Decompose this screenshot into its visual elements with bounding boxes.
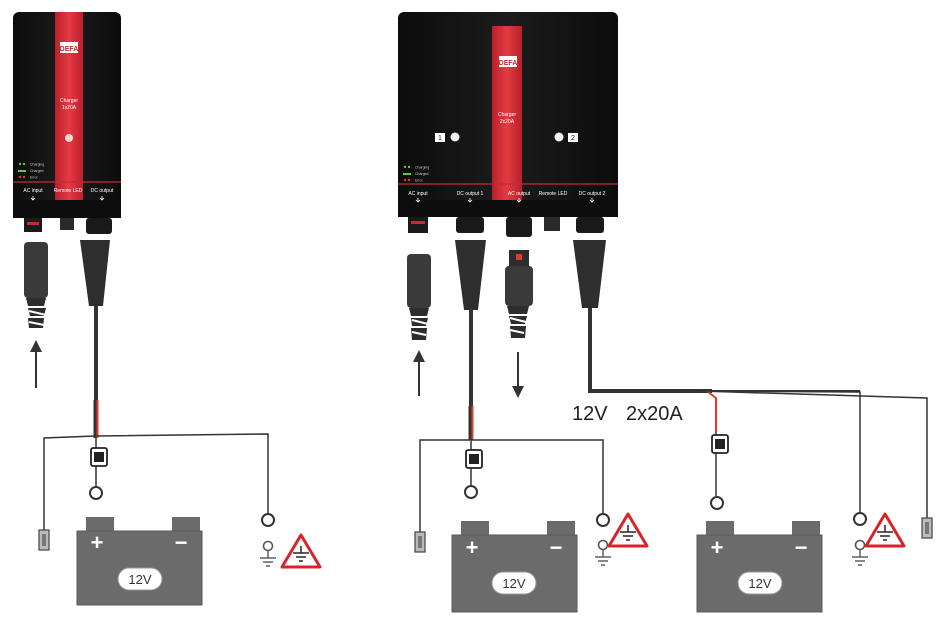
battery-1-minus: − <box>175 530 188 555</box>
battery-1: + − 12V <box>76 517 203 606</box>
battery-3-plus: + <box>711 535 724 560</box>
battery-1-plus: + <box>91 530 104 555</box>
charger-2x20-unit: DEFA Charger 2x20A 1 2 Charging Charged … <box>398 12 618 237</box>
system-rating-label: 2x20A <box>626 403 683 425</box>
chassis-clip-icon <box>414 531 426 553</box>
defa-logo-text: DEFA <box>499 60 518 67</box>
status-charged: Charged <box>30 169 43 173</box>
status-charging: Charging <box>30 163 44 167</box>
charger-2x20-model: Charger <box>498 112 516 118</box>
port-label-dc-output-2: DC output 2 <box>579 191 606 197</box>
arrow-up-icon <box>413 350 425 396</box>
port-label-ac-input: AC input <box>23 188 43 194</box>
arrow-up-icon <box>30 340 42 388</box>
battery-3: + − 12V <box>696 521 823 613</box>
ac-input-cable-left <box>24 242 48 328</box>
status-charged: Charged <box>415 172 428 176</box>
output-2-tag <box>568 133 578 142</box>
dc-output-cable-left <box>43 240 269 530</box>
ring-terminal-icon <box>853 512 867 526</box>
port-label-ac-input: AC input <box>408 191 428 197</box>
port-label-remote-led: Remote LED <box>54 188 83 194</box>
battery-3-minus: − <box>795 535 808 560</box>
battery-2: + − 12V <box>451 521 578 613</box>
defa-logo-text: DEFA <box>60 46 79 53</box>
ring-terminal-icon <box>464 485 478 499</box>
status-error: Error <box>30 176 39 180</box>
battery-3-voltage: 12V <box>748 576 771 591</box>
port-label-remote-led: Remote LED <box>539 191 568 197</box>
charger-1x20-rating: 1x20A <box>62 105 77 111</box>
status-error: Error <box>415 179 424 183</box>
status-charging: Charging <box>415 166 429 170</box>
battery-2-voltage: 12V <box>502 576 525 591</box>
ground-symbol-icon <box>259 540 277 567</box>
fuse-icon <box>90 447 108 467</box>
battery-2-plus: + <box>466 535 479 560</box>
ring-terminal-icon <box>710 496 724 510</box>
output-2-number: 2 <box>571 135 575 142</box>
defa-logo <box>60 42 78 53</box>
arrow-down-icon <box>512 352 524 398</box>
warning-triangle-icon <box>864 512 906 548</box>
output-1-number: 1 <box>438 135 442 142</box>
dc-output-1-cable <box>419 240 604 532</box>
ac-input-cable-right <box>407 254 431 340</box>
ring-terminal-icon <box>261 513 275 527</box>
system-voltage-label: 12V <box>572 403 608 425</box>
battery-1-voltage: 12V <box>128 572 151 587</box>
output-1-tag <box>435 133 445 142</box>
output-2-led <box>554 132 564 142</box>
charger-1x20-unit: DEFA Charger 1x20A Charging Charged Erro… <box>13 12 121 234</box>
defa-logo <box>499 56 517 67</box>
ac-output-cable <box>505 250 533 338</box>
fuse-icon <box>711 434 729 454</box>
warning-triangle-icon <box>607 512 649 548</box>
dc-output-2-cable <box>573 240 928 518</box>
ring-terminal-icon <box>89 486 103 500</box>
port-label-dc-output-1: DC output 1 <box>457 191 484 197</box>
warning-triangle-icon <box>280 533 322 569</box>
output-1-led <box>450 132 460 142</box>
charger-1x20-model: Charger <box>60 98 78 104</box>
fuse-icon <box>465 449 483 469</box>
charger-2x20-rating: 2x20A <box>500 119 515 125</box>
chassis-clip-icon <box>38 529 50 551</box>
ring-terminal-icon <box>596 513 610 527</box>
port-label-dc-output: DC output <box>91 188 114 194</box>
chassis-clip-icon <box>921 517 933 539</box>
charger-1x20-status-led <box>65 134 73 142</box>
battery-2-minus: − <box>550 535 563 560</box>
port-label-ac-output: AC output <box>508 191 531 197</box>
